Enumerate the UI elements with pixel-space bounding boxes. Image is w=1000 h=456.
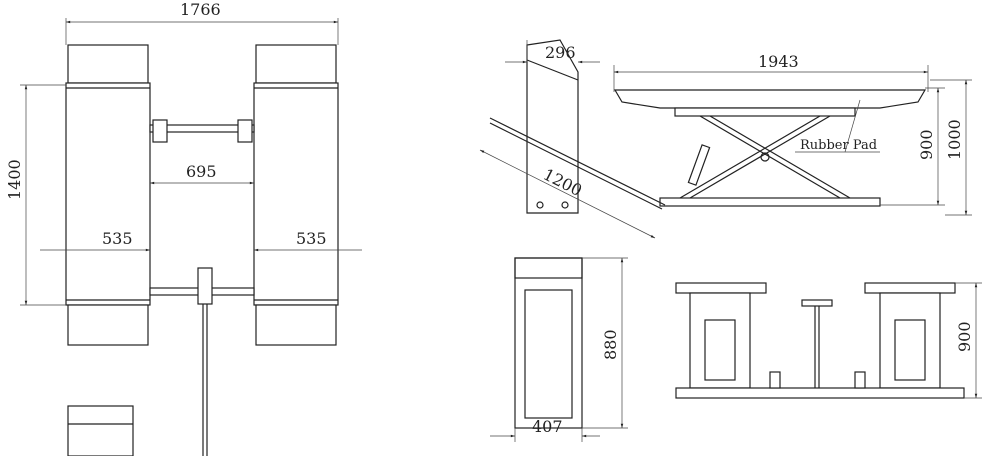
dim-platform-length: 1943	[758, 52, 799, 71]
dim-front-height: 900	[955, 321, 974, 352]
dim-post-height: 880	[601, 329, 620, 360]
dim-total-height: 1000	[945, 119, 964, 160]
dim-overall-width: 1766	[180, 0, 221, 19]
front-view: 900	[675, 282, 982, 399]
post-view: 880 407	[490, 257, 628, 442]
dim-post-width: 296	[545, 43, 576, 62]
dim-post-width-front: 407	[532, 417, 563, 436]
dim-right-platform: 535	[296, 229, 327, 248]
plan-view: 1766 695 535 535 1400	[5, 0, 362, 456]
dim-length: 1400	[5, 159, 24, 200]
dim-left-platform: 535	[102, 229, 133, 248]
dim-inner-gap: 695	[186, 162, 217, 181]
side-view: 296 1943 1200 900 1000 Rubber Pad	[479, 39, 972, 239]
rubber-pad-label: Rubber Pad	[800, 138, 877, 153]
dim-platform-height: 900	[917, 129, 936, 160]
